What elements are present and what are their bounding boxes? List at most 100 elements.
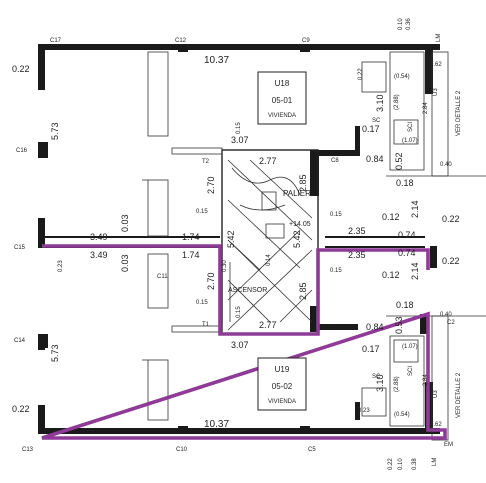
label-c27: C27	[325, 326, 337, 332]
lm-label-top: LM	[436, 34, 442, 42]
label-c9: C9	[302, 38, 310, 44]
unit-u18-use: VIVIENDA	[268, 113, 296, 119]
dim-left-wall: 0.22	[12, 64, 30, 74]
dim-hall-width-bottom: 3.07	[231, 340, 249, 350]
sci-label-top: SCI	[408, 122, 414, 132]
column-c16	[38, 142, 48, 158]
palier-label: PALIER	[283, 189, 311, 198]
dim-wall-15b: 0.15	[196, 300, 208, 306]
dim-107b: (1.07)	[402, 344, 418, 350]
dim-284: 2.84	[423, 102, 429, 114]
dim-288b: (2.88)	[394, 376, 400, 392]
corridor-wall-low	[318, 324, 358, 330]
window-openings	[142, 51, 387, 421]
highlighted-unit-outline	[41, 244, 447, 440]
label-c15: C15	[14, 245, 26, 251]
dim-u18-row1: 3.49	[90, 232, 108, 242]
column-c10	[178, 426, 188, 434]
left-wall-top	[38, 44, 45, 90]
dim-022r: 0.22	[442, 214, 460, 224]
dim-288: (2.88)	[394, 94, 400, 110]
dim-010b: 0.10	[398, 458, 404, 470]
dim-stair-h-b: 2.70	[206, 272, 216, 290]
label-c2: C2	[447, 320, 455, 326]
label-c12: C12	[175, 38, 187, 44]
label-t1: T1	[202, 322, 210, 328]
dim-017b: 0.17	[362, 344, 380, 354]
column-labels: C17 C12 C9 C16 C8 C15 C14 C11 C27 C13 C1…	[14, 38, 455, 453]
dim-036: 0.36	[406, 18, 412, 30]
top-wall	[38, 44, 440, 50]
dim-022r2: 0.22	[442, 256, 460, 266]
dim-hall-235: 2.35	[348, 226, 366, 236]
dim-012: 0.12	[382, 212, 400, 222]
dim-284b: 2.84	[423, 374, 429, 386]
dim-total-width-bottom: 10.37	[204, 419, 229, 430]
unit-u19-code: U19	[275, 365, 290, 374]
dim-017: 0.17	[362, 124, 380, 134]
dim-lift-h: 2.85	[298, 174, 308, 192]
dim-052: 0.52	[394, 152, 404, 170]
sc-label-top: SC	[372, 118, 381, 124]
dim-u18-row2: 3.49	[90, 250, 108, 260]
dimension-labels: 10.37 10.37 0.22 0.22 5.73 5.73 3.49 1.7…	[12, 18, 460, 470]
right-column-mid2	[420, 314, 428, 334]
dim-018: 0.18	[396, 178, 414, 188]
dim-022b: 0.22	[388, 458, 394, 470]
unit-u18-tag: U18 05-01 VIVIENDA	[257, 71, 307, 125]
dim-u18-row1b: 1.74	[182, 232, 200, 242]
label-t2: T2	[202, 159, 210, 165]
column-c14	[38, 334, 48, 348]
partition-4	[325, 246, 425, 248]
dim-074: 0.74	[398, 230, 416, 240]
stair-handrail-t1	[171, 325, 223, 333]
label-c10: C10	[176, 447, 188, 453]
u3-label-top: U3	[433, 88, 439, 96]
em-label: EM	[444, 442, 453, 448]
dim-012b: 0.12	[382, 270, 400, 280]
stair-level: +14.05	[289, 221, 311, 228]
stair-hatch	[227, 159, 313, 331]
label-c17: C17	[50, 38, 62, 44]
u3-label-bottom: U3	[433, 390, 439, 398]
dim-wall-15e: 0.15	[236, 122, 242, 134]
right-service-blocks	[386, 51, 486, 441]
core-wall-c8	[310, 150, 319, 196]
label-c14: C14	[14, 338, 26, 344]
corridor-wall-top	[318, 150, 358, 156]
dim-214: 2.14	[410, 200, 420, 218]
right-wall-top	[425, 44, 433, 94]
dim-wall-15a: 0.15	[196, 209, 208, 215]
dim-hall-width-top: 3.07	[231, 135, 249, 145]
ver-detalle-top: VER DETALLE 2	[456, 90, 462, 136]
unit-u18-code: U18	[275, 79, 290, 88]
dim-054b: (0.54)	[394, 412, 410, 418]
dim-062: 0.62	[430, 62, 442, 68]
right-column-mid	[430, 246, 437, 268]
unit-u19-tag: U19 05-02 VIVIENDA	[257, 357, 307, 411]
sc-label-bottom: SC	[372, 374, 381, 380]
core-wall-c27	[310, 306, 319, 332]
stair-width: 2.77	[259, 156, 277, 166]
dim-wall-15d: 0.15	[330, 268, 342, 274]
dim-018b: 0.18	[396, 300, 414, 310]
dim-wall-30: 0.30	[222, 260, 228, 272]
column-c9	[300, 44, 310, 52]
dim-107: (1.07)	[402, 138, 418, 144]
ver-detalle-bottom: VER DETALLE 2	[456, 372, 462, 418]
dim-wall-23: 0.23	[58, 260, 64, 272]
lm-label-bottom: LM	[432, 458, 438, 466]
right-block-labels: SC SCI SC SCI LM LM U3 U3 VER DETALLE 2 …	[372, 34, 462, 466]
dim-wall-03b: 0.03	[120, 254, 130, 272]
partition-1	[45, 236, 220, 238]
dim-074b: 0.74	[398, 248, 416, 258]
dim-lift-w-b: 5.42	[292, 230, 302, 248]
dim-left-depth-top: 5.73	[50, 122, 60, 140]
column-c12	[178, 44, 188, 52]
dim-084: 0.84	[366, 154, 384, 164]
label-c11: C11	[157, 274, 168, 280]
dim-084b: 0.84	[366, 322, 384, 332]
ascensor-label: ASCENSOR	[228, 287, 267, 294]
dim-040b: 0.40	[440, 312, 452, 318]
